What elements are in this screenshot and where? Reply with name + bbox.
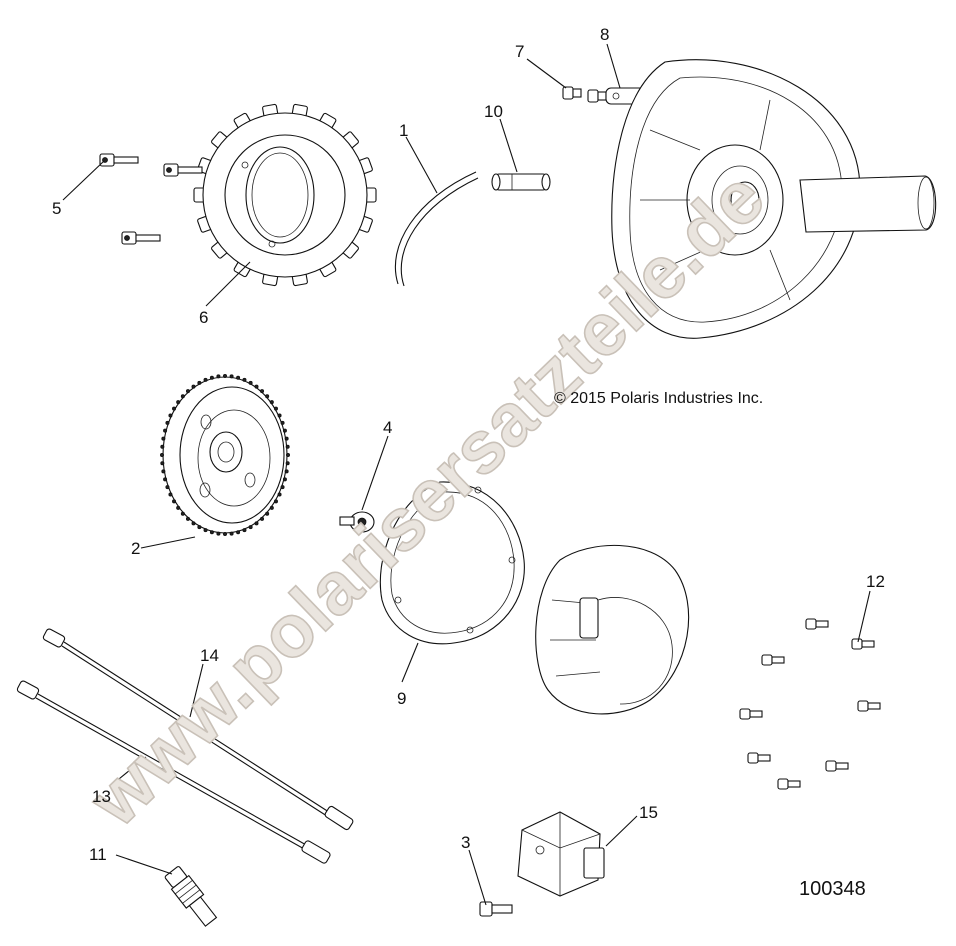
ring-gear-tooth xyxy=(203,377,208,382)
callout-1: 1 xyxy=(399,121,408,140)
ring-gear-tooth xyxy=(254,384,259,389)
ring-gear-tooth xyxy=(185,516,190,521)
ring-gear-tooth xyxy=(280,420,285,425)
crankcase-housing xyxy=(611,59,937,339)
ring-gear-tooth xyxy=(265,511,270,516)
callout-10: 10 xyxy=(484,102,503,121)
ring-gear-tooth xyxy=(180,394,185,399)
ring-gear-tooth xyxy=(222,532,227,537)
ring-gear-tooth xyxy=(273,406,278,411)
ring-gear-tooth xyxy=(236,375,241,380)
ring-gear-tooth xyxy=(229,531,234,536)
ring-gear-tooth xyxy=(254,521,259,526)
ring-gear-tooth xyxy=(242,377,247,382)
ring-gear-tooth xyxy=(222,373,227,378)
ring-gear-tooth xyxy=(284,469,289,474)
ring-gear-tooth xyxy=(165,485,170,490)
ring-gear-tooth xyxy=(161,469,166,474)
part-4-bolt xyxy=(339,511,375,533)
ring-gear-tooth xyxy=(282,477,287,482)
callout-5: 5 xyxy=(52,199,61,218)
callout-14: 14 xyxy=(200,646,219,665)
ring-gear-tooth xyxy=(248,525,253,530)
ring-gear-tooth xyxy=(285,444,290,449)
stator-cover xyxy=(535,544,690,715)
part-6-stator xyxy=(193,103,377,287)
ring-gear-tooth xyxy=(229,374,234,379)
part-9-gasket xyxy=(379,481,525,645)
ring-gear-tooth xyxy=(203,528,208,533)
ring-gear-tooth xyxy=(176,505,181,510)
ring-gear-tooth xyxy=(242,528,247,533)
ring-gear-tooth xyxy=(191,384,196,389)
ring-gear-tooth xyxy=(269,505,274,510)
ring-gear-tooth xyxy=(216,374,221,379)
callout-2: 2 xyxy=(131,539,140,558)
ring-gear-tooth xyxy=(185,389,190,394)
ring-gear-tooth xyxy=(161,436,166,441)
callout-15: 15 xyxy=(639,803,658,822)
part-5-bolts xyxy=(99,153,203,245)
ring-gear-tooth xyxy=(216,531,221,536)
ring-gear-tooth xyxy=(163,428,168,433)
ring-gear-tooth xyxy=(209,530,214,535)
ring-gear-tooth xyxy=(176,400,181,405)
ring-gear-tooth xyxy=(180,511,185,516)
callout-4: 4 xyxy=(383,418,392,437)
callout-8: 8 xyxy=(600,25,609,44)
callout-7: 7 xyxy=(515,42,524,61)
ring-gear-tooth xyxy=(248,380,253,385)
ring-gear-tooth xyxy=(280,485,285,490)
ring-gear-tooth xyxy=(265,394,270,399)
part-13-lead xyxy=(16,680,331,864)
ring-gear-tooth xyxy=(159,452,164,457)
callout-3: 3 xyxy=(461,833,470,852)
part-2-flywheel xyxy=(159,373,290,537)
ring-gear-tooth xyxy=(191,521,196,526)
part-14-lead xyxy=(42,628,354,831)
part-10-sleeve xyxy=(491,173,551,191)
ring-gear-tooth xyxy=(285,452,290,457)
document-number: 100348 xyxy=(799,878,866,900)
ring-gear-tooth xyxy=(160,461,165,466)
ring-gear-tooth xyxy=(269,400,274,405)
ring-gear-tooth xyxy=(160,444,165,449)
ring-gear-tooth xyxy=(277,492,282,497)
callout-9: 9 xyxy=(397,689,406,708)
part-3-bolt xyxy=(479,901,513,917)
ring-gear-tooth xyxy=(209,375,214,380)
ring-gear-tooth xyxy=(168,413,173,418)
callout-13: 13 xyxy=(92,787,111,806)
callout-6: 6 xyxy=(199,308,208,327)
ring-gear-tooth xyxy=(197,380,202,385)
ring-gear-tooth xyxy=(260,389,265,394)
part-11-spark-plug xyxy=(164,866,218,927)
ring-gear-tooth xyxy=(284,436,289,441)
ring-gear-tooth xyxy=(163,477,168,482)
ring-gear-tooth xyxy=(273,499,278,504)
ring-gear-tooth xyxy=(197,525,202,530)
ring-gear-tooth xyxy=(282,428,287,433)
callout-12: 12 xyxy=(866,572,885,591)
part-15-regulator xyxy=(517,811,605,897)
ring-gear-tooth xyxy=(285,461,290,466)
part-12-bolts xyxy=(739,618,881,790)
ring-gear-tooth xyxy=(168,492,173,497)
part-7-bolts xyxy=(562,86,607,103)
ring-gear-tooth xyxy=(236,530,241,535)
part-1-wire xyxy=(394,171,479,287)
ring-gear-tooth xyxy=(172,406,177,411)
callout-11: 11 xyxy=(89,845,107,864)
ring-gear-tooth xyxy=(260,516,265,521)
copyright-notice: © 2015 Polaris Industries Inc. xyxy=(554,390,763,407)
leader-lines xyxy=(62,43,871,906)
ring-gear-tooth xyxy=(172,499,177,504)
callouts: 1 2 3 4 5 6 7 8 9 10 11 12 13 14 15 xyxy=(52,25,885,864)
ring-gear-tooth xyxy=(277,413,282,418)
ring-gear-tooth xyxy=(165,420,170,425)
